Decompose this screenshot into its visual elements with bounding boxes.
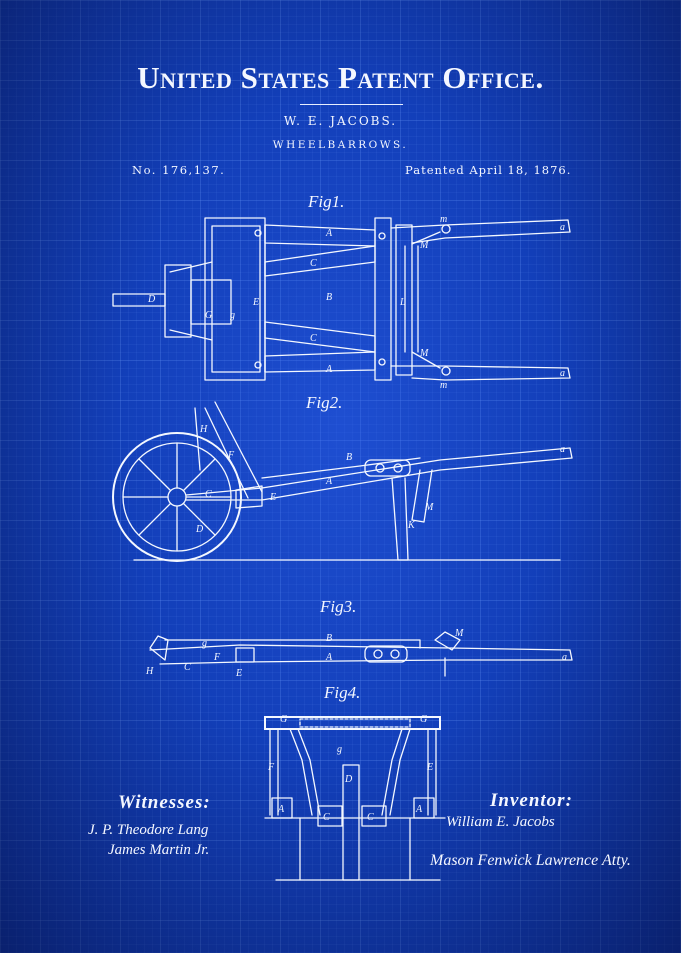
svg-text:G: G [280, 714, 287, 725]
attorney-signature: Mason Fenwick Lawrence Atty. [430, 852, 631, 869]
svg-text:m: m [440, 380, 447, 391]
inventor-signature: William E. Jacobs [446, 814, 555, 830]
svg-text:D: D [147, 294, 156, 305]
svg-text:g: g [337, 744, 342, 755]
svg-text:a: a [560, 222, 565, 233]
fig1-label: Fig1. [308, 192, 345, 211]
svg-text:C: C [184, 662, 191, 673]
page-title: United States Patent Office. [137, 60, 544, 95]
patent-number: No. 176,137. [132, 163, 226, 177]
svg-text:A: A [325, 652, 333, 663]
svg-text:a: a [562, 652, 567, 663]
svg-text:M: M [419, 348, 429, 359]
svg-text:m: m [440, 214, 447, 225]
svg-text:M: M [419, 240, 429, 251]
svg-text:L: L [399, 297, 406, 308]
svg-text:F: F [267, 762, 275, 773]
svg-text:E: E [235, 668, 242, 679]
witness-signature: James Martin Jr. [108, 842, 210, 858]
inventor-label: Inventor: [490, 790, 573, 811]
svg-text:B: B [326, 292, 332, 303]
svg-text:B: B [346, 452, 352, 463]
svg-text:g: g [202, 638, 207, 649]
inventor-name: W. E. JACOBS. [283, 114, 398, 128]
svg-text:B: B [326, 633, 332, 644]
svg-text:A: A [325, 228, 333, 239]
svg-text:g: g [230, 310, 235, 321]
svg-text:G: G [205, 310, 212, 321]
title-divider [300, 104, 403, 105]
svg-text:A: A [325, 364, 333, 375]
svg-text:E: E [269, 492, 276, 503]
svg-text:E: E [252, 297, 259, 308]
svg-text:C: C [205, 489, 212, 500]
svg-text:F: F [227, 450, 235, 461]
witnesses-label: Witnesses: [118, 792, 211, 813]
svg-text:C: C [367, 812, 374, 823]
svg-text:M: M [454, 628, 464, 639]
svg-text:C: C [310, 333, 317, 344]
witness-signature: J. P. Theodore Lang [88, 822, 209, 838]
svg-text:K: K [407, 520, 416, 531]
fig4-label: Fig4. [324, 683, 361, 702]
svg-text:a: a [560, 368, 565, 379]
svg-text:G: G [420, 714, 427, 725]
svg-text:D: D [344, 774, 353, 785]
svg-text:A: A [277, 804, 285, 815]
fig2-label: Fig2. [306, 393, 343, 412]
svg-text:F: F [213, 652, 221, 663]
svg-text:C: C [323, 812, 330, 823]
svg-text:A: A [415, 804, 423, 815]
svg-text:H: H [199, 424, 208, 435]
fig3-label: Fig3. [320, 597, 357, 616]
patent-date: Patented April 18, 1876. [405, 163, 572, 177]
svg-text:D: D [195, 524, 204, 535]
svg-text:C: C [310, 258, 317, 269]
svg-text:a: a [560, 444, 565, 455]
patent-subject: WHEELBARROWS. [272, 139, 409, 151]
svg-text:E: E [426, 762, 433, 773]
svg-text:M: M [424, 502, 434, 513]
svg-text:H: H [145, 666, 154, 677]
svg-text:A: A [325, 476, 333, 487]
